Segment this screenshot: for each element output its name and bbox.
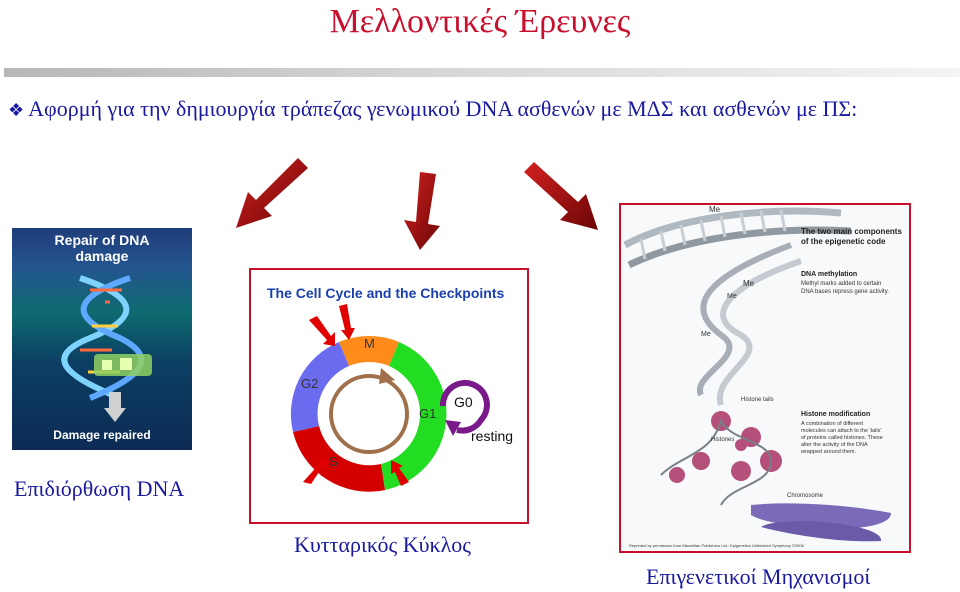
histone-modification-text-4: alter the activity of the DNA (801, 442, 868, 448)
dna-helix-icon (61, 275, 152, 401)
dna-repair-heading: Repair of DNA damage (54, 232, 150, 264)
arrow-right-icon (524, 162, 598, 230)
dna-methylation-title: DNA methylation (801, 271, 858, 278)
histone-tails-label: Histone tails (741, 397, 774, 403)
epigenetics-panel: The two main components of the epigeneti… (619, 203, 911, 553)
cell-cycle-title: The Cell Cycle and the Checkpoints (267, 285, 505, 301)
me-label-2: Me (743, 279, 755, 288)
epigenetic-heading-1: The two main components (801, 227, 902, 236)
histones-label: Histones (711, 437, 735, 443)
slide-title: Μελλοντικές Έρευνες (329, 3, 631, 40)
epigenetic-heading-2: of the epigenetic code (801, 237, 886, 246)
histone-modification-text-2: molecules can attach to the 'tails' (801, 428, 882, 434)
arrow-down-icon (404, 172, 440, 250)
dna-methylation-text-1: Methyl marks added to certain (801, 281, 882, 287)
phase-m-label: M (364, 336, 375, 351)
diamond-bullet-icon: ❖ (8, 100, 25, 120)
down-arrow-icon (104, 392, 126, 422)
bullet-point: ❖Αφορμή για την δημιουργία τράπεζας γενω… (8, 96, 857, 122)
epigenetics-caption: Επιγενετικοί Μηχανισμοί (646, 564, 871, 589)
me-label-1: Me (709, 205, 721, 214)
dna-chromatin-illustration (623, 207, 891, 542)
cell-cycle-panel: The Cell Cycle and the Checkpoints M G2 … (249, 268, 529, 524)
dna-repair-image: Repair of DNA damage Damage repaired (12, 228, 192, 450)
phase-g2-label: G2 (301, 376, 319, 391)
histone-modification-text-1: A combination of different (801, 421, 863, 427)
cell-cycle-diagram (290, 304, 490, 492)
histone-modification-text-3: of proteins called histones. These (801, 435, 883, 441)
credit-text: Reprinted by permission from Macmillan P… (629, 543, 804, 548)
dna-repair-caption: Επιδιόρθωση DNA (14, 476, 185, 501)
phase-g0-label: G0 (454, 394, 473, 410)
cell-cycle-caption: Κυτταρικός Κύκλος (294, 532, 471, 557)
damage-repaired-label: Damage repaired (53, 428, 151, 442)
histone-modification-title: Histone modification (801, 411, 871, 418)
resting-label: resting (471, 428, 514, 444)
me-label-4: Me (701, 331, 711, 338)
bullet-text: Αφορμή για την δημιουργία τράπεζας γενωμ… (28, 96, 858, 121)
phase-s-label: S (329, 454, 338, 469)
title-divider (4, 68, 960, 77)
me-label-3: Me (727, 293, 737, 300)
arrow-left-icon (236, 158, 308, 228)
phase-g1-label: G1 (419, 406, 437, 421)
histone-modification-text-5: wrapped around them. (801, 449, 857, 455)
dna-methylation-text-2: DNA bases repress gene activity. (801, 289, 889, 295)
chromosome-label: Chromosome (787, 493, 824, 499)
